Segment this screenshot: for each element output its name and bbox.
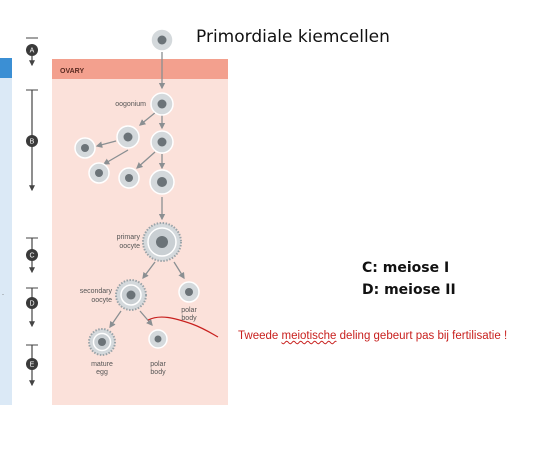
stage-a-label: A: [30, 48, 35, 55]
polar-body-1-label-line2: body: [181, 315, 197, 322]
primary-oocyte-label-line1: primary: [117, 234, 141, 241]
mature-egg-label-line1: mature: [91, 361, 113, 368]
stage-d-label: D: [29, 301, 34, 308]
mature-egg-cell: [88, 328, 116, 356]
mitotic-cell: [118, 167, 140, 189]
polar-body-2-label-line2: body: [150, 369, 166, 376]
stage-c-label: C: [29, 253, 34, 260]
left-tick: -: [2, 292, 4, 298]
polar-body-1-cell: [178, 281, 200, 303]
polar-body-2-label-line1: polar: [150, 361, 166, 368]
left-panel-accent: [0, 58, 12, 78]
stage-b-label: B: [30, 139, 35, 146]
oogonium-label: oogonium: [115, 101, 146, 108]
ovary-header: [52, 59, 228, 79]
mitotic-cell: [88, 162, 110, 184]
red-annotation-line: [147, 316, 219, 338]
stage-a-marker: A: [26, 37, 38, 67]
polar-body-1-label-line1: polar: [181, 307, 197, 314]
secondary-oocyte-label-line2: oocyte: [91, 297, 112, 304]
lineage-arrows: [95, 52, 185, 329]
primary-oocyte-cell: [142, 222, 182, 262]
stage-b-marker: B: [26, 89, 38, 192]
stage-e-marker: E: [26, 344, 38, 387]
stage-d-marker: D: [26, 287, 38, 328]
polar-body-2-cell: [148, 329, 168, 349]
annotation-suffix: deling gebeurt pas bij fertilisatie !: [336, 330, 508, 342]
fertilization-annotation: Tweede meiotische deling gebeurt pas bij…: [238, 330, 507, 342]
cell-labels: oogonium primary oocyte secondary oocyte…: [80, 101, 198, 376]
secondary-oocyte-label-line1: secondary: [80, 288, 113, 295]
stage-c-marker: C: [26, 237, 38, 274]
page-title: Primordiale kiemcellen: [196, 27, 390, 47]
stage-e-label: E: [30, 362, 35, 369]
mature-egg-label-line2: egg: [96, 369, 108, 376]
secondary-oocyte-cell: [115, 279, 147, 311]
mitotic-cell: [149, 169, 175, 195]
annotation-marked-word: meiotische: [281, 330, 337, 342]
mitotic-cell: [150, 130, 174, 154]
oogonium-cell: [150, 92, 174, 116]
ovary-label: OVARY: [60, 68, 84, 75]
mitotic-cell: [116, 125, 140, 149]
meiosis-c-note: C: meiose I: [362, 260, 450, 276]
left-panel: [0, 58, 12, 405]
mitotic-cell: [74, 137, 96, 159]
cells: [74, 28, 200, 356]
stage-markers: A B C D E: [2, 37, 38, 387]
primordial-germ-cell: [150, 28, 174, 52]
primary-oocyte-label-line2: oocyte: [119, 243, 140, 250]
ovary-region: [52, 59, 228, 405]
meiosis-d-note: D: meiose II: [362, 282, 456, 298]
annotation-prefix: Tweede: [238, 330, 282, 342]
